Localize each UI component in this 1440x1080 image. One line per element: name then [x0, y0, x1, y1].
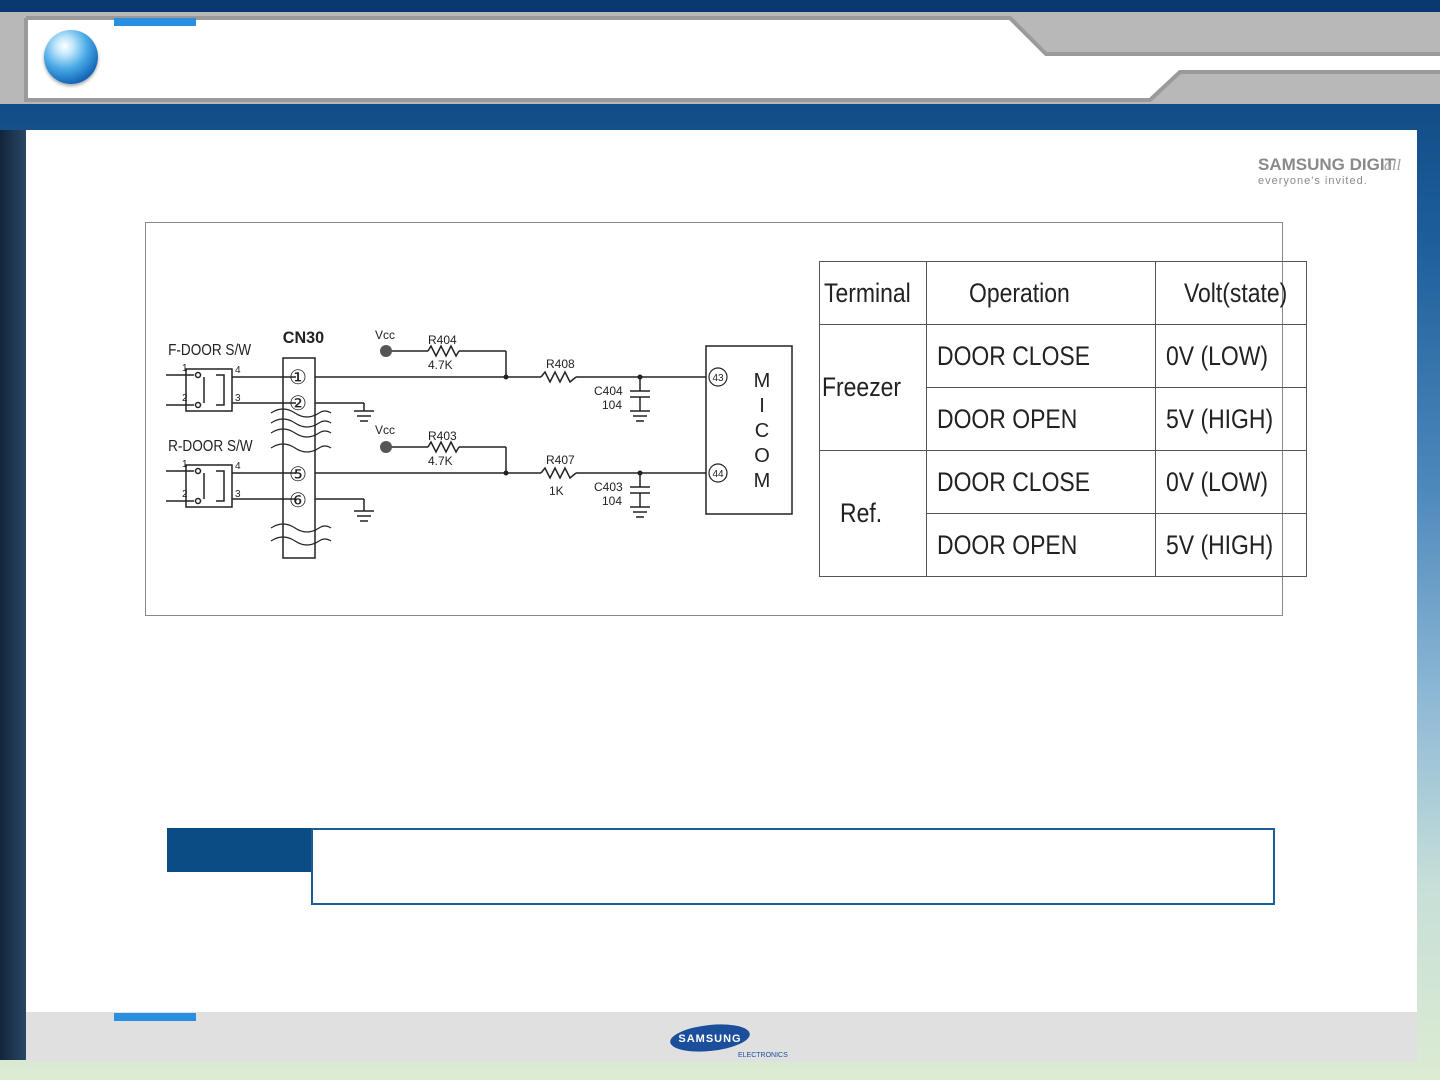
brand-line2: everyone's invited. — [1258, 175, 1368, 187]
r-door-switch — [166, 464, 296, 508]
micom-pin43: 43 — [712, 373, 724, 384]
table-row: DOOR OPEN 5V (HIGH) — [820, 387, 1307, 451]
brand-line1-script: all — [1384, 157, 1401, 174]
terminal-freezer: Freezer — [818, 324, 928, 451]
c404-label: C404 — [594, 384, 623, 398]
c403-label: C403 — [594, 480, 623, 494]
f-door-switch-label: F-DOOR S/W — [168, 342, 251, 359]
micom-pin44: 44 — [712, 469, 724, 480]
slide-header — [0, 12, 1440, 104]
top-bar — [0, 0, 1440, 12]
cell-operation: DOOR CLOSE — [926, 324, 1157, 388]
cn30-pin6: ⑥ — [289, 490, 307, 512]
r-sw-pin2: 2 — [182, 489, 188, 500]
vcc2-terminal — [380, 441, 392, 453]
table-row: Freezer DOOR CLOSE 0V (LOW) — [818, 324, 1307, 451]
cn30-pin5: ⑤ — [289, 464, 307, 486]
r407-value: 1K — [549, 484, 564, 498]
c404-value: 104 — [602, 398, 622, 412]
cell-operation: DOOR OPEN — [926, 387, 1157, 451]
f-sw-pin2: 2 — [182, 393, 188, 404]
cn30-pin1: ① — [289, 367, 307, 389]
vcc2-label: Vcc — [375, 423, 395, 437]
r-sw-pin4: 4 — [235, 461, 241, 472]
cell-operation: DOOR CLOSE — [926, 450, 1157, 514]
r403-label: R403 — [428, 429, 457, 443]
f-sw-pin4: 4 — [235, 365, 241, 376]
header-operation: Operation — [926, 261, 1157, 325]
cell-volt: 0V (LOW) — [1155, 450, 1307, 514]
cell-volt: 5V (HIGH) — [1155, 387, 1307, 451]
door-state-table: Terminal Operation Volt(state) Freezer D… — [818, 261, 1307, 577]
micom-letter-c: C — [755, 420, 769, 442]
f-door-switch — [166, 368, 296, 412]
cn30-pin2: ② — [289, 393, 307, 415]
signal-wires — [315, 344, 706, 522]
f-sw-pin3: 3 — [235, 393, 241, 404]
samsung-digitall-logo: SAMSUNG DIGIT all everyone's invited. — [1258, 155, 1401, 187]
r403-value: 4.7K — [428, 454, 453, 468]
table-row: Ref. DOOR CLOSE 0V (LOW) — [818, 450, 1307, 577]
micom-letter-i: I — [759, 395, 765, 417]
micom-letter-m1: M — [754, 370, 771, 392]
circuit-diagram: F-DOOR S/W R-DOOR S/W 1 2 3 4 1 — [166, 328, 793, 559]
note-tab — [167, 828, 312, 872]
micom-letter-o: O — [754, 445, 770, 467]
header-terminal: Terminal — [818, 261, 928, 325]
bottom-logo-sub: ELECTRONICS — [738, 1052, 788, 1059]
r-sw-pin3: 3 — [235, 489, 241, 500]
c403-value: 104 — [602, 494, 622, 508]
bottom-logo-text: SAMSUNG — [678, 1033, 741, 1045]
r-sw-pin1: 1 — [182, 459, 188, 470]
vcc1-label: Vcc — [375, 328, 395, 342]
table-header-row: Terminal Operation Volt(state) — [818, 261, 1307, 325]
cn30-connector — [282, 357, 316, 559]
samsung-electronics-logo: SAMSUNG ELECTRONICS — [670, 1024, 788, 1059]
r407-label: R407 — [546, 453, 575, 467]
header-volt: Volt(state) — [1155, 261, 1307, 325]
cell-volt: 5V (HIGH) — [1155, 513, 1307, 577]
cell-operation: DOOR OPEN — [926, 513, 1157, 577]
micom-block — [705, 345, 793, 515]
vcc1-terminal — [380, 345, 392, 357]
table-row: DOOR OPEN 5V (HIGH) — [820, 513, 1307, 577]
terminal-ref: Ref. — [818, 450, 928, 577]
r404-label: R404 — [428, 333, 457, 347]
r-door-switch-label: R-DOOR S/W — [168, 438, 253, 455]
brand-line1: SAMSUNG DIGIT — [1258, 155, 1396, 174]
r408-label: R408 — [546, 357, 575, 371]
header-orb-icon — [44, 30, 98, 84]
r404-value: 4.7K — [428, 358, 453, 372]
f-sw-pin1: 1 — [182, 363, 188, 374]
note-box — [311, 828, 1275, 905]
page-shadow — [0, 130, 26, 1060]
micom-letter-m2: M — [754, 470, 771, 492]
footer-accent — [114, 1013, 196, 1021]
connector-label: CN30 — [283, 328, 324, 347]
cell-volt: 0V (LOW) — [1155, 324, 1307, 388]
connector-break-marks — [270, 408, 332, 546]
